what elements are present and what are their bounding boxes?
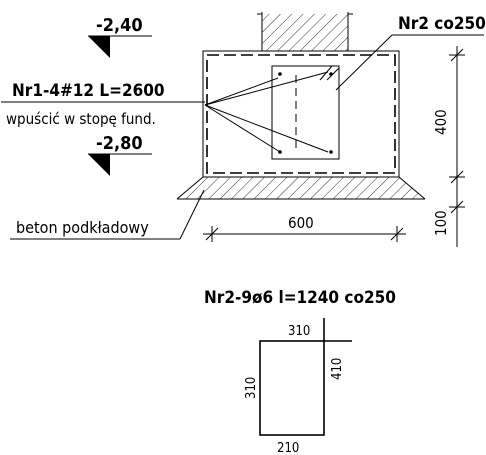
dimension-vertical: 400 100 — [432, 46, 465, 247]
stirrup-bottom-side: 210 — [277, 441, 299, 455]
level-triangle-top — [88, 36, 110, 58]
column-stub — [257, 12, 353, 51]
dimension-height-text: 400 — [432, 109, 450, 135]
level-triangle-bottom — [88, 154, 110, 176]
stirrup-detail-title: Nr2-9ø6 l=1240 co250 — [204, 288, 396, 308]
level-bottom-text: -2,80 — [96, 133, 143, 154]
level-marker-bottom: -2,80 — [88, 133, 152, 176]
dimension-width: 600 — [203, 214, 406, 242]
stirrup-left-side: 310 — [244, 377, 259, 399]
dimension-width-text: 600 — [288, 214, 314, 232]
level-marker-top: -2,40 — [88, 15, 152, 58]
level-top-text: -2,40 — [96, 15, 143, 36]
stirrup-detail: Nr2-9ø6 l=1240 co250 310 310 410 210 — [204, 288, 396, 455]
stirrup-leader: Nr2 co250 — [335, 14, 486, 91]
bar-leaders — [204, 71, 329, 153]
stirrup-in-section — [271, 65, 340, 160]
main-bar-callout: Nr1-4#12 L=2600 wpuścić w stopę fund. — [1, 81, 205, 128]
lean-concrete-callout: beton podkładowy — [10, 189, 205, 240]
stirrup-right-side: 410 — [330, 358, 345, 380]
lean-concrete-layer — [176, 176, 426, 200]
dimension-subbase-text: 100 — [432, 210, 450, 236]
stirrup-ref-label: Nr2 co250 — [398, 14, 486, 34]
lean-concrete-label: beton podkładowy — [16, 218, 149, 237]
main-bars-note: wpuścić w stopę fund. — [6, 110, 156, 128]
footing — [202, 50, 400, 178]
stirrup-top-leg: 310 — [288, 324, 310, 339]
main-bars-label: Nr1-4#12 L=2600 — [12, 81, 165, 101]
